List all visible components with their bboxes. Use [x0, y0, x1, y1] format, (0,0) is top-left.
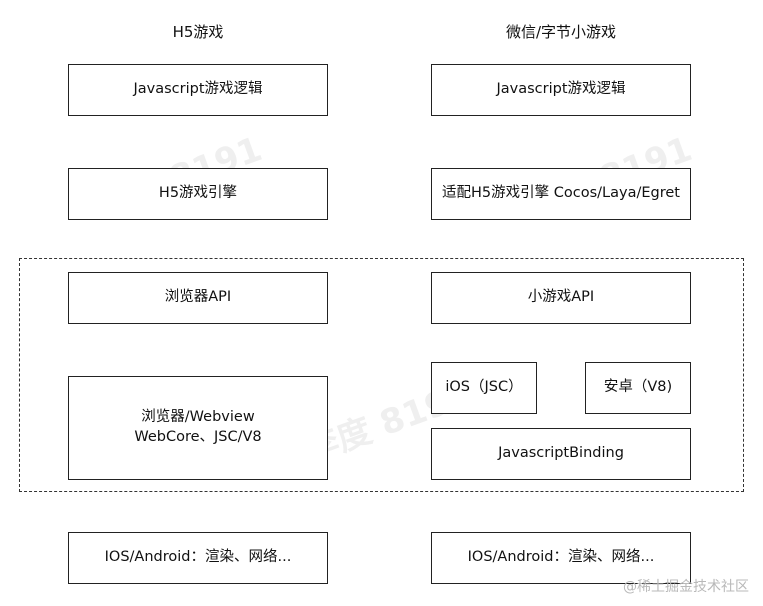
right-os-label: IOS/Android：渲染、网络...	[467, 549, 655, 566]
left-engine-label: H5游戏引擎	[158, 185, 238, 202]
right-ios-box: iOS（JSC）	[431, 362, 537, 414]
left-js-logic-label: Javascript游戏逻辑	[133, 81, 263, 98]
right-android-label: 安卓（V8)	[603, 379, 673, 396]
right-column-title: 微信/字节小游戏	[505, 23, 617, 41]
right-os-box: IOS/Android：渲染、网络...	[431, 532, 691, 584]
left-engine-box: H5游戏引擎	[68, 168, 328, 220]
right-binding-label: JavascriptBinding	[498, 445, 624, 462]
left-os-label: IOS/Android：渲染、网络...	[104, 549, 292, 566]
right-mini-api-label: 小游戏API	[527, 289, 595, 306]
left-browser-api-box: 浏览器API	[68, 272, 328, 324]
left-column-title: H5游戏	[172, 23, 224, 41]
left-browser-api-label: 浏览器API	[164, 289, 232, 306]
left-runtime-line2: WebCore、JSC/V8	[134, 429, 262, 445]
right-engine-box: 适配H5游戏引擎 Cocos/Laya/Egret	[431, 168, 691, 220]
right-binding-box: JavascriptBinding	[431, 428, 691, 480]
right-ios-label: iOS（JSC）	[445, 379, 523, 396]
right-android-box: 安卓（V8)	[585, 362, 691, 414]
left-runtime-line1: 浏览器/Webview	[141, 409, 255, 426]
footer-watermark: @稀土掘金技术社区	[623, 579, 749, 595]
right-js-logic-box: Javascript游戏逻辑	[431, 64, 691, 116]
right-js-logic-label: Javascript游戏逻辑	[496, 81, 626, 98]
runtime-dashed-group	[19, 258, 744, 492]
left-runtime-box: 浏览器/Webview WebCore、JSC/V8	[68, 376, 328, 480]
left-js-logic-box: Javascript游戏逻辑	[68, 64, 328, 116]
right-mini-api-box: 小游戏API	[431, 272, 691, 324]
left-os-box: IOS/Android：渲染、网络...	[68, 532, 328, 584]
right-engine-label: 适配H5游戏引擎 Cocos/Laya/Egret	[442, 185, 680, 202]
